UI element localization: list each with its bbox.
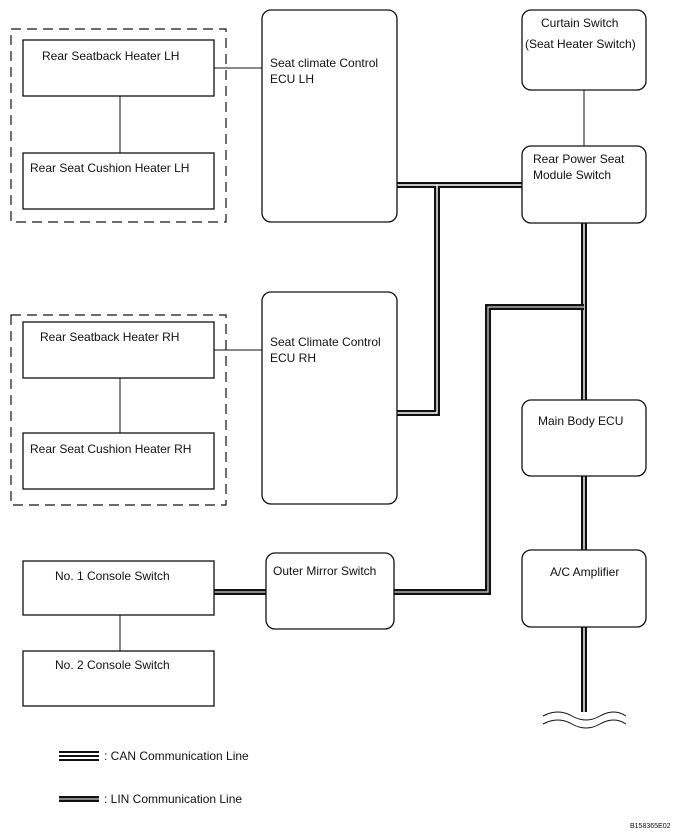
- seat-climate-control-ecu-lh-label-line2: ECU LH: [270, 72, 314, 86]
- no2-console-switch-box: [22, 650, 215, 707]
- legend-can-symbol: [59, 751, 99, 761]
- rear-seatback-heater-rh-box: [22, 321, 215, 379]
- rear-seat-cushion-heater-lh-box: [22, 152, 215, 210]
- seat-climate-control-ecu-rh-label-line2: ECU RH: [270, 351, 316, 365]
- rear-power-seat-module-switch-label-line1: Rear Power Seat: [533, 152, 625, 166]
- rh-heater-group-border: [10, 314, 227, 506]
- main-body-ecu-label: Main Body ECU: [538, 414, 623, 428]
- rear-seatback-heater-lh-box: [22, 39, 215, 97]
- rear-seat-cushion-heater-rh-box: [22, 432, 215, 490]
- curtain-switch-label-line2: (Seat Heater Switch): [525, 37, 636, 51]
- bus-continuation-break: [542, 711, 627, 729]
- lh-heater-group-border: [10, 28, 227, 223]
- ac-amplifier-label: A/C Amplifier: [550, 565, 619, 579]
- rear-power-seat-module-switch-box: [521, 145, 647, 224]
- seat-climate-control-ecu-rh-box: [261, 291, 398, 505]
- can-bus-lines: [397, 182, 587, 712]
- outer-mirror-switch-label: Outer Mirror Switch: [273, 564, 376, 578]
- rear-seat-cushion-heater-lh-label: Rear Seat Cushion Heater LH: [30, 161, 189, 175]
- no1-console-switch-label: No. 1 Console Switch: [55, 569, 170, 583]
- seat-climate-control-ecu-lh-box: [261, 9, 398, 223]
- outer-mirror-switch-box: [265, 552, 395, 630]
- seat-climate-control-ecu-lh-label-line1: Seat climate Control: [270, 56, 378, 70]
- rear-seat-cushion-heater-rh-label: Rear Seat Cushion Heater RH: [30, 442, 191, 456]
- no1-console-switch-box: [22, 560, 215, 616]
- no2-console-switch-label: No. 2 Console Switch: [55, 658, 170, 672]
- rear-seatback-heater-lh-label: Rear Seatback Heater LH: [42, 49, 179, 63]
- legend: : CAN Communication Line : LIN Communica…: [59, 749, 249, 806]
- thin-connections: [119, 67, 585, 651]
- curtain-switch-label-line1: Curtain Switch: [541, 16, 618, 30]
- rear-seatback-heater-rh-label: Rear Seatback Heater RH: [40, 330, 179, 344]
- rear-power-seat-module-switch-label-line2: Module Switch: [533, 168, 611, 182]
- seat-climate-control-ecu-rh-label-line1: Seat Climate Control: [270, 335, 381, 349]
- lin-bus-lines: [214, 304, 584, 595]
- legend-lin-label: : LIN Communication Line: [104, 792, 242, 806]
- legend-can-label: : CAN Communication Line: [104, 749, 249, 763]
- ac-amplifier-box: [521, 549, 647, 628]
- main-body-ecu-box: [521, 399, 647, 477]
- figure-id: B158365E02: [630, 823, 671, 830]
- curtain-switch-box: [521, 9, 647, 91]
